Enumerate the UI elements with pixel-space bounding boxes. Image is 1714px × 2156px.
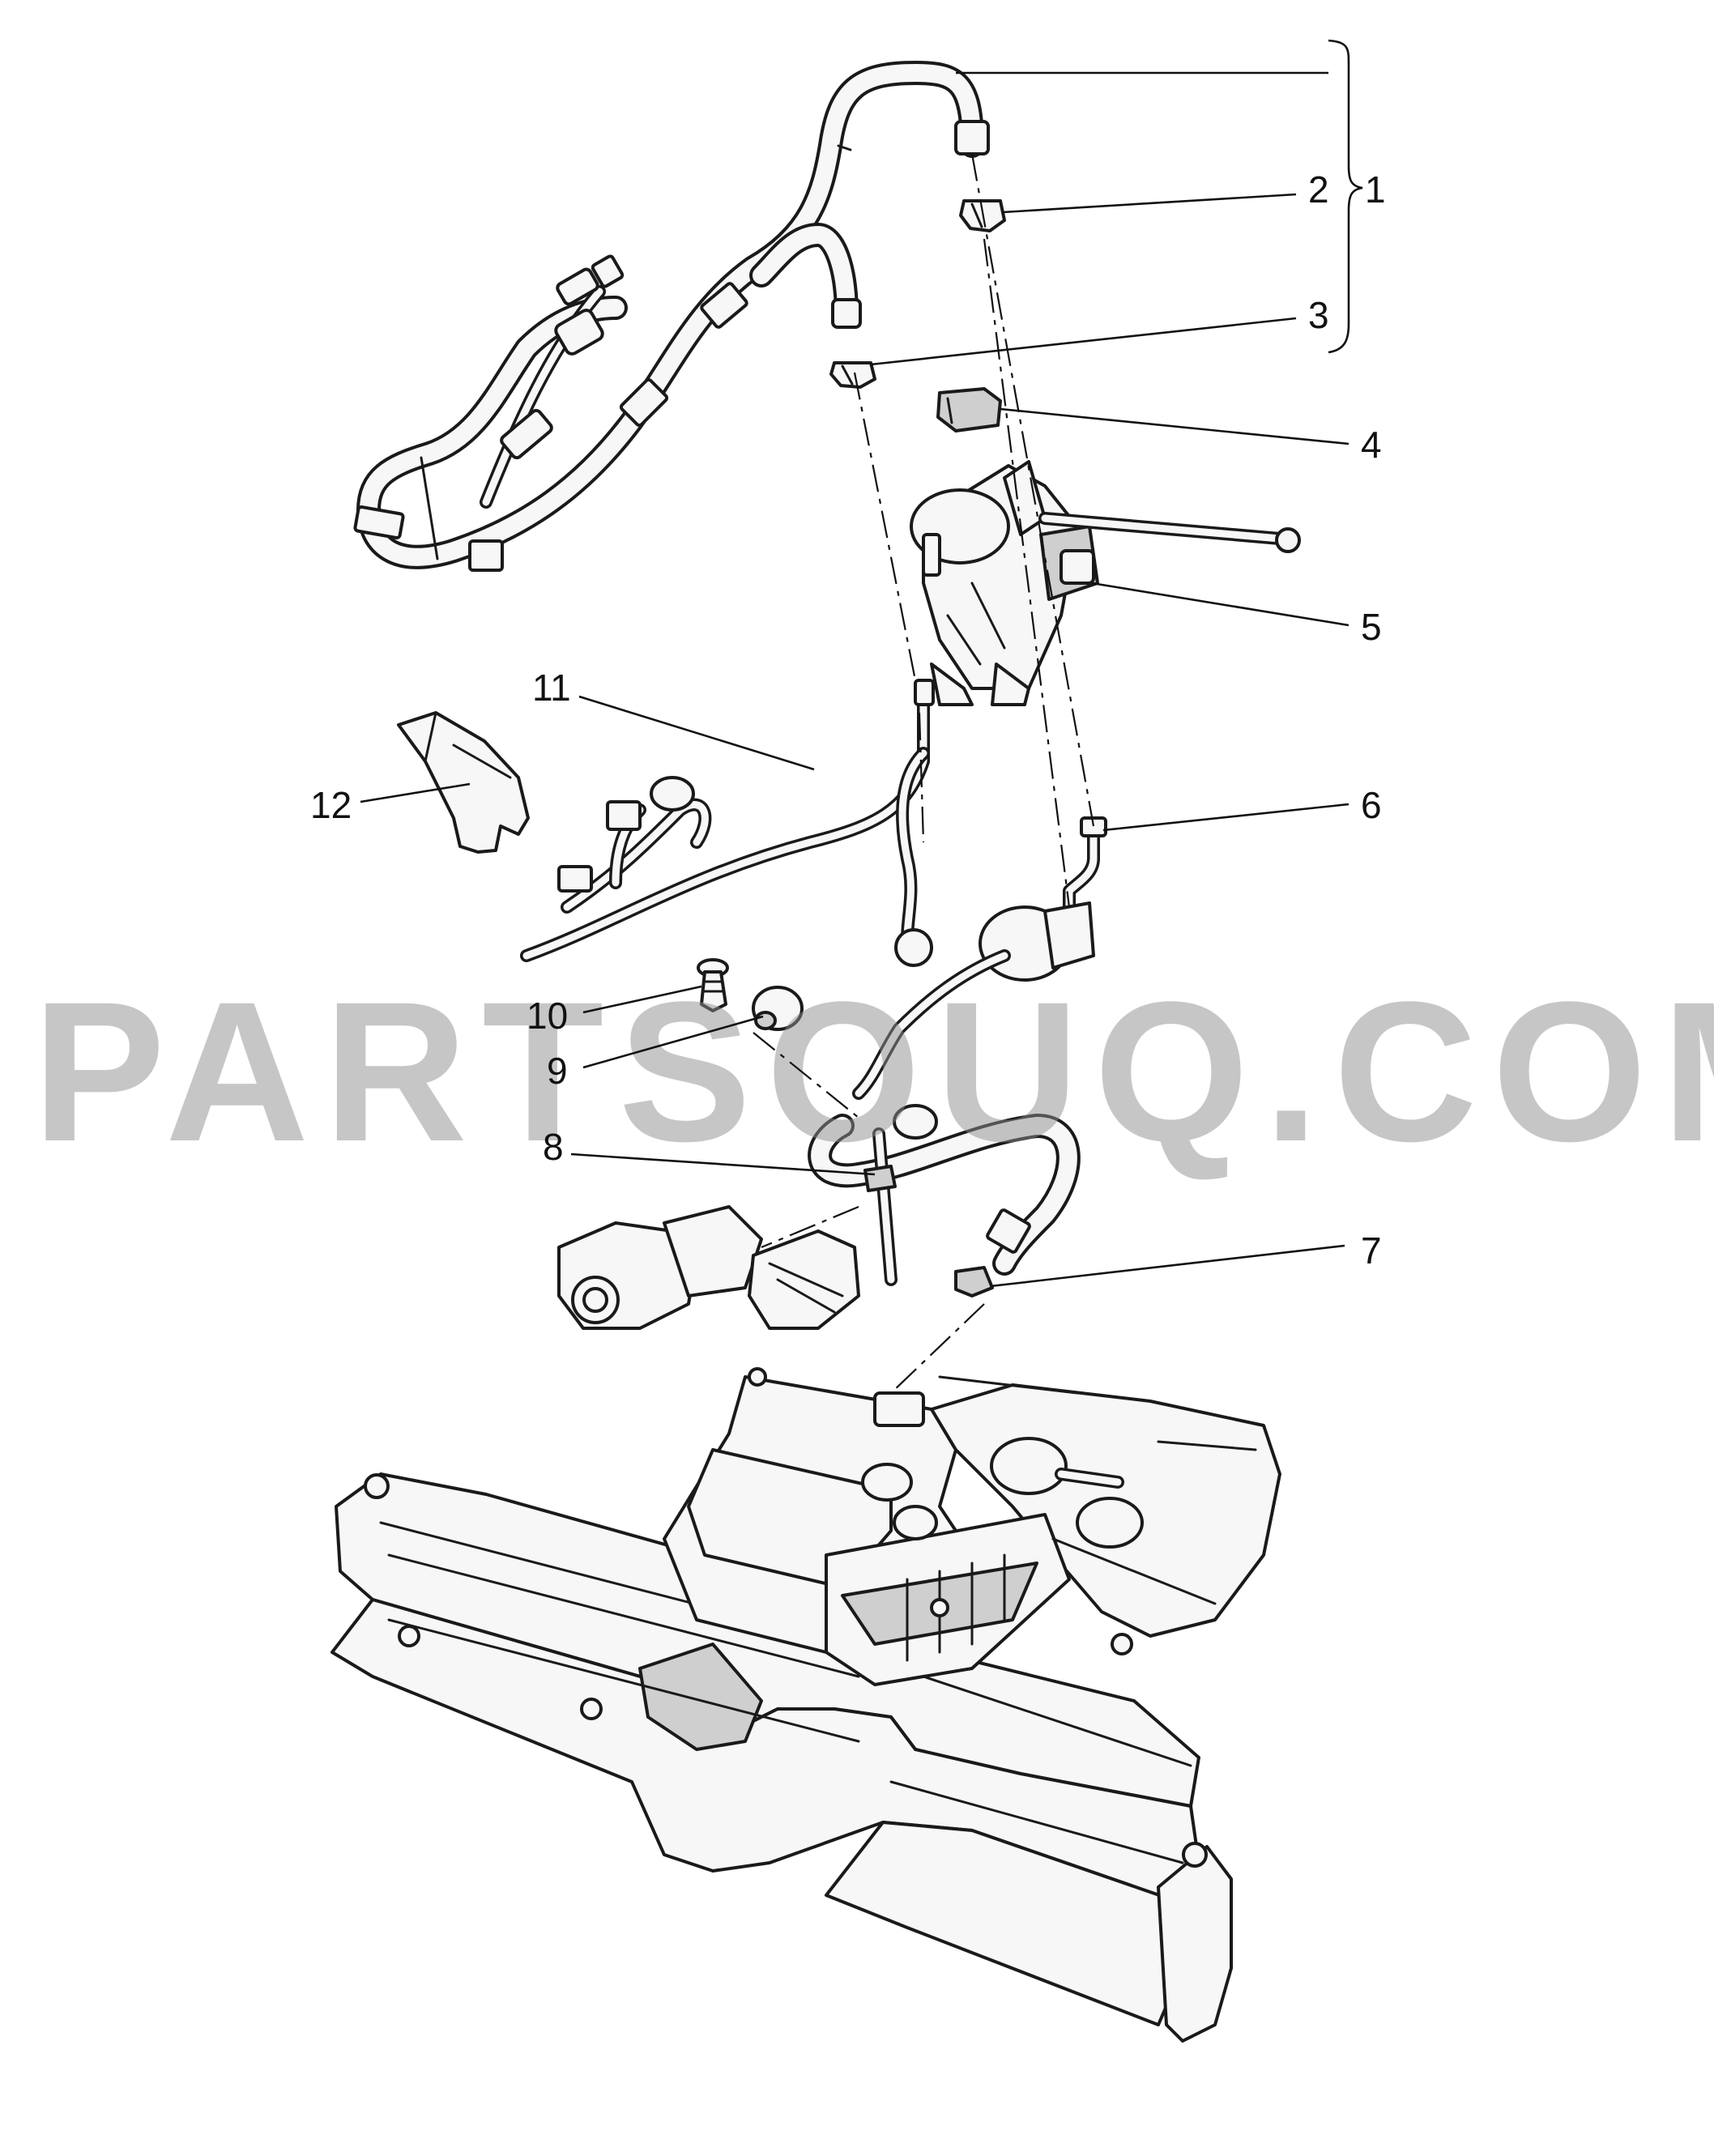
callout-2: 2 — [1308, 168, 1329, 211]
wiring-harness — [520, 679, 935, 967]
callout-4: 4 — [1361, 424, 1382, 466]
bolt — [697, 958, 729, 1012]
valve-assembly — [910, 460, 1301, 706]
callout-1: 1 — [1365, 168, 1386, 211]
watermark: PARTSOUQ.COM — [32, 961, 1714, 1183]
callout-9: 9 — [547, 1050, 568, 1092]
hose-clamp-bottom — [954, 1266, 994, 1297]
cable-tie — [863, 1127, 898, 1286]
throttle-body — [557, 1205, 860, 1330]
retainer-clip — [936, 387, 1002, 432]
callout-6: 6 — [1361, 784, 1382, 826]
callout-7: 7 — [1361, 1229, 1382, 1272]
callout-10: 10 — [527, 995, 568, 1037]
heat-shield — [397, 711, 530, 854]
tube-fitting — [1063, 816, 1107, 930]
hose-clamp-lower — [829, 361, 876, 389]
alignment-lines — [753, 153, 1095, 1394]
callout-5: 5 — [1361, 606, 1382, 648]
callout-12: 12 — [310, 784, 352, 826]
callout-labels: 1 2 3 4 5 6 7 8 9 10 11 12 — [310, 168, 1386, 1272]
hose-assembly — [353, 61, 990, 572]
engine-module — [663, 1367, 1281, 1686]
leader-lines — [360, 39, 1363, 1288]
callout-3: 3 — [1308, 294, 1329, 336]
callout-11: 11 — [532, 667, 571, 709]
callout-8: 8 — [543, 1126, 564, 1168]
